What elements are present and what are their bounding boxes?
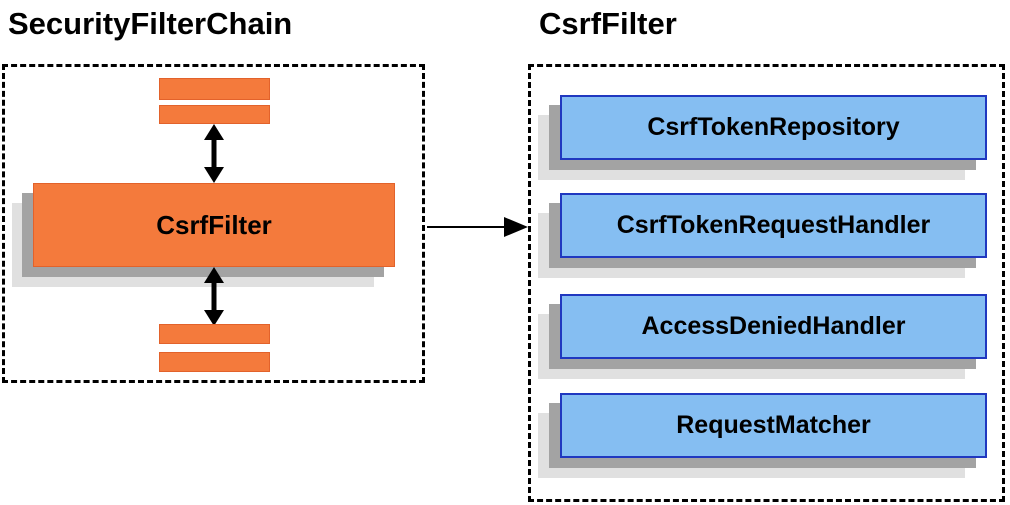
security-filter-chain-title: SecurityFilterChain (8, 6, 293, 41)
security-filter-chain-panel (2, 64, 425, 383)
csrf-filter-title: CsrfFilter (539, 6, 677, 41)
flow-arrow-icon (427, 217, 528, 237)
component-label: RequestMatcher (676, 411, 871, 439)
csrf-filter-box-label: CsrfFilter (156, 209, 272, 240)
filter-placeholder-bar (159, 105, 270, 124)
component-label: CsrfTokenRepository (647, 113, 900, 141)
double-arrow-up-down-icon (204, 267, 224, 326)
component-box-request-matcher: RequestMatcher (560, 393, 987, 458)
component-box-csrf-token-repository: CsrfTokenRepository (560, 95, 987, 160)
csrf-filter-panel (528, 64, 1005, 502)
component-label: CsrfTokenRequestHandler (616, 211, 931, 239)
component-box-csrf-token-request-handler: CsrfTokenRequestHandler (560, 193, 987, 258)
filter-placeholder-bar (159, 352, 270, 372)
component-box-access-denied-handler: AccessDeniedHandler (560, 294, 987, 359)
double-arrow-up-down-icon (204, 124, 224, 183)
filter-placeholder-bar (159, 324, 270, 344)
filter-placeholder-bar (159, 78, 270, 100)
csrf-filter-box: CsrfFilter (33, 183, 395, 267)
component-label: AccessDeniedHandler (641, 312, 906, 340)
